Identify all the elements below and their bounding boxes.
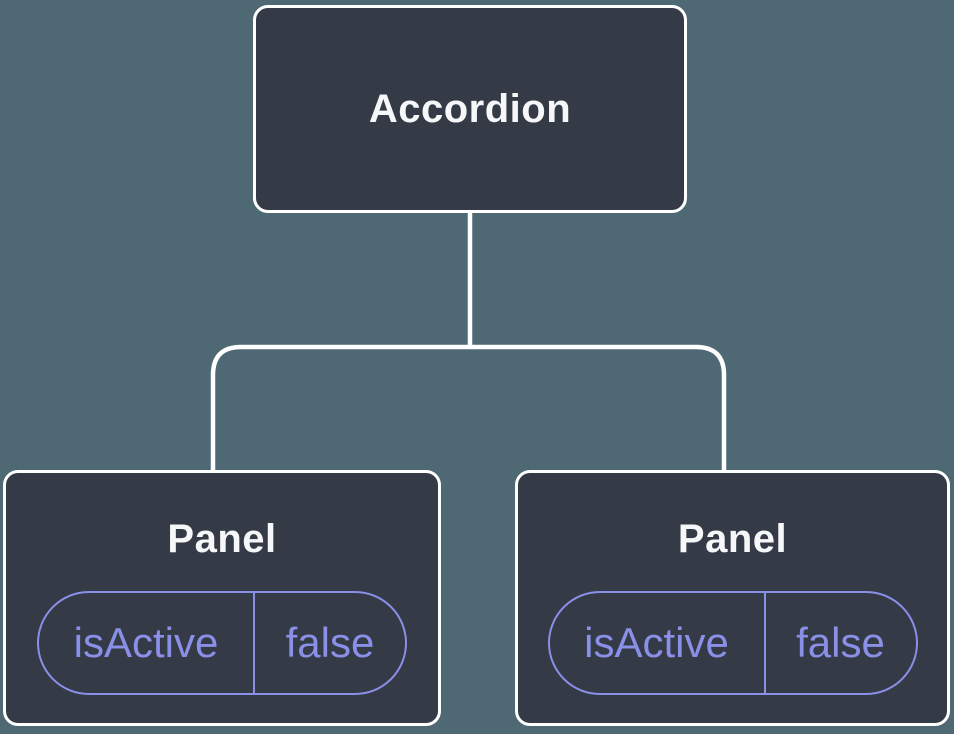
state-value-label: false xyxy=(796,619,885,666)
tree-node-panel-right: Panel isActive false xyxy=(515,470,950,726)
tree-node-panel-left: Panel isActive false xyxy=(3,470,441,726)
state-key-label: isActive xyxy=(550,593,766,693)
tree-node-accordion: Accordion xyxy=(253,5,687,213)
state-value-label: false xyxy=(285,619,375,666)
state-pill: isActive false xyxy=(547,591,918,695)
panel-node-label: Panel xyxy=(677,517,788,561)
panel-node-label: Panel xyxy=(167,517,277,561)
state-key-label: isActive xyxy=(39,593,255,693)
connector-branch xyxy=(210,344,727,470)
accordion-node-label: Accordion xyxy=(368,86,572,131)
state-pill: isActive false xyxy=(37,591,407,695)
